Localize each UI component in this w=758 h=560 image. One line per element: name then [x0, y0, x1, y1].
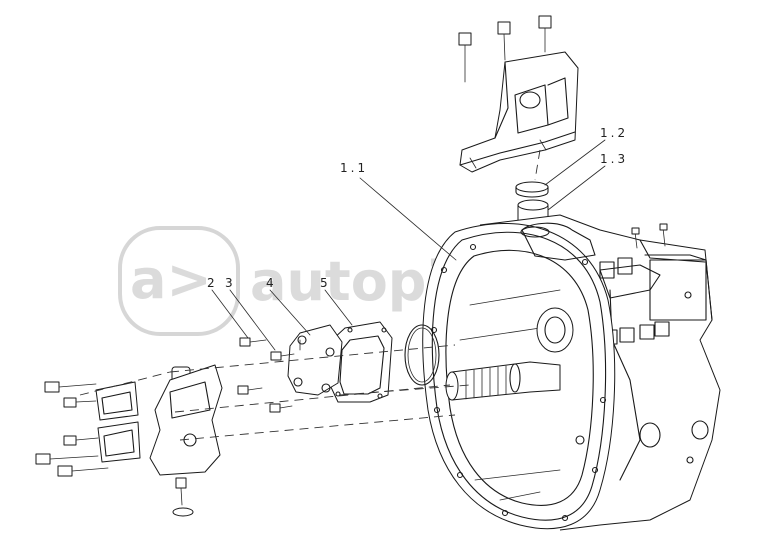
leader-lines	[211, 139, 606, 351]
bracket-bolt-3	[538, 15, 552, 53]
callout-1-3: 1.3	[600, 152, 628, 166]
bracket-bolt-1	[458, 32, 472, 83]
callout-1-2: 1.2	[600, 126, 628, 140]
gasket-icon	[329, 321, 393, 403]
callout-4: 4	[266, 276, 277, 290]
watermark-logo-frame	[118, 226, 240, 336]
left-bracket-icon	[35, 364, 223, 517]
alignment-lines	[79, 344, 471, 441]
callout-2: 2	[207, 276, 218, 290]
callout-5: 5	[320, 276, 331, 290]
mount-bracket-icon	[458, 15, 579, 173]
guide-line-bracket	[534, 149, 541, 181]
callout-3: 3	[225, 276, 236, 290]
clutch-housing-icon	[422, 214, 721, 531]
cover-bolts-icon	[237, 337, 295, 413]
watermark-logo-mark: a>	[130, 248, 212, 311]
bracket-bolt-2	[497, 21, 511, 61]
callout-labels: 1.1 1.2 1.3 2 3 4 5	[207, 126, 628, 290]
cover-plate-icon	[287, 324, 343, 396]
o-ring-icon	[404, 324, 440, 386]
callout-1-1: 1.1	[340, 161, 368, 175]
